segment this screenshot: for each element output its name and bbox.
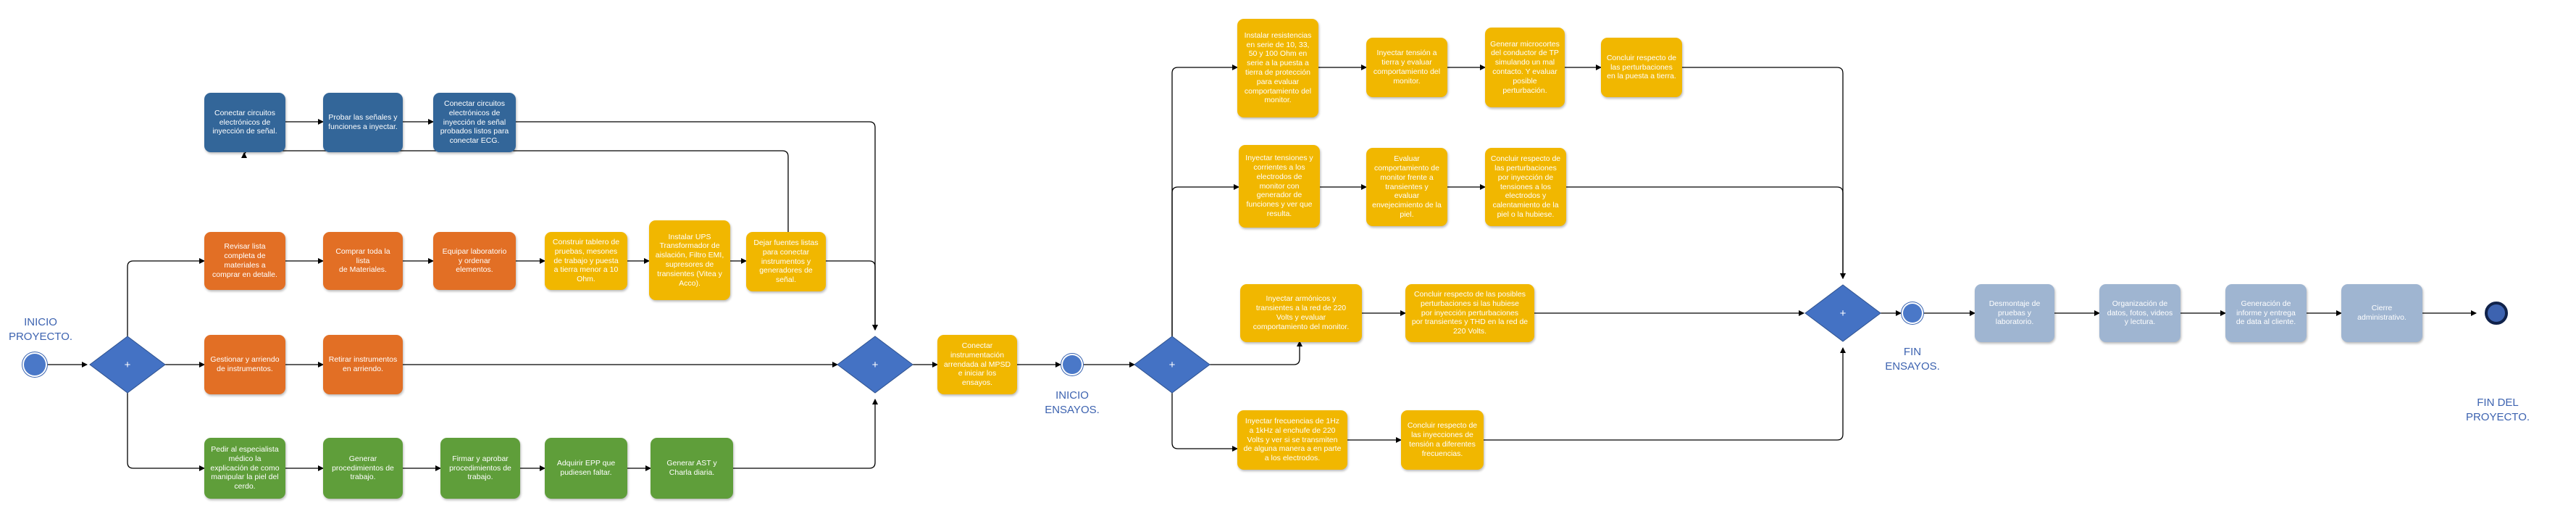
connector	[127, 365, 205, 471]
parallel-gateway-split-2: +	[1134, 336, 1210, 394]
gateway-plus-symbol: +	[1840, 307, 1847, 320]
connector	[1566, 186, 1846, 279]
connector	[826, 260, 878, 331]
gateway-plus-symbol: +	[1169, 359, 1176, 371]
connector	[1484, 347, 1846, 441]
connector	[1171, 184, 1239, 365]
connector	[127, 258, 205, 365]
connector	[1682, 67, 1846, 279]
connector	[241, 150, 789, 232]
start-event-ensayos	[1063, 355, 1082, 374]
start-event-proyecto-label: INICIO PROYECTO.	[8, 316, 73, 344]
connector	[1210, 341, 1302, 365]
end-event-proyecto-label: FIN DEL PROYECTO.	[2465, 396, 2530, 424]
start-event-proyecto	[24, 354, 46, 375]
connector-lines	[43, 65, 2477, 471]
connector	[516, 121, 878, 331]
end-event-proyecto	[2485, 302, 2508, 325]
connector	[1171, 365, 1238, 452]
end-event-ensayos	[1903, 304, 1922, 323]
parallel-gateway-merge-1: +	[837, 336, 913, 394]
gateway-plus-symbol: +	[125, 359, 131, 371]
end-event-ensayos-label: FIN ENSAYOS.	[1885, 346, 1940, 373]
parallel-gateway-merge-2: +	[1805, 284, 1881, 342]
start-event-ensayos-label: INICIO ENSAYOS.	[1045, 389, 1100, 417]
connector	[1171, 65, 1238, 365]
parallel-gateway-split-1: +	[89, 336, 166, 394]
connector	[733, 399, 878, 469]
gateway-plus-symbol: +	[872, 359, 879, 371]
